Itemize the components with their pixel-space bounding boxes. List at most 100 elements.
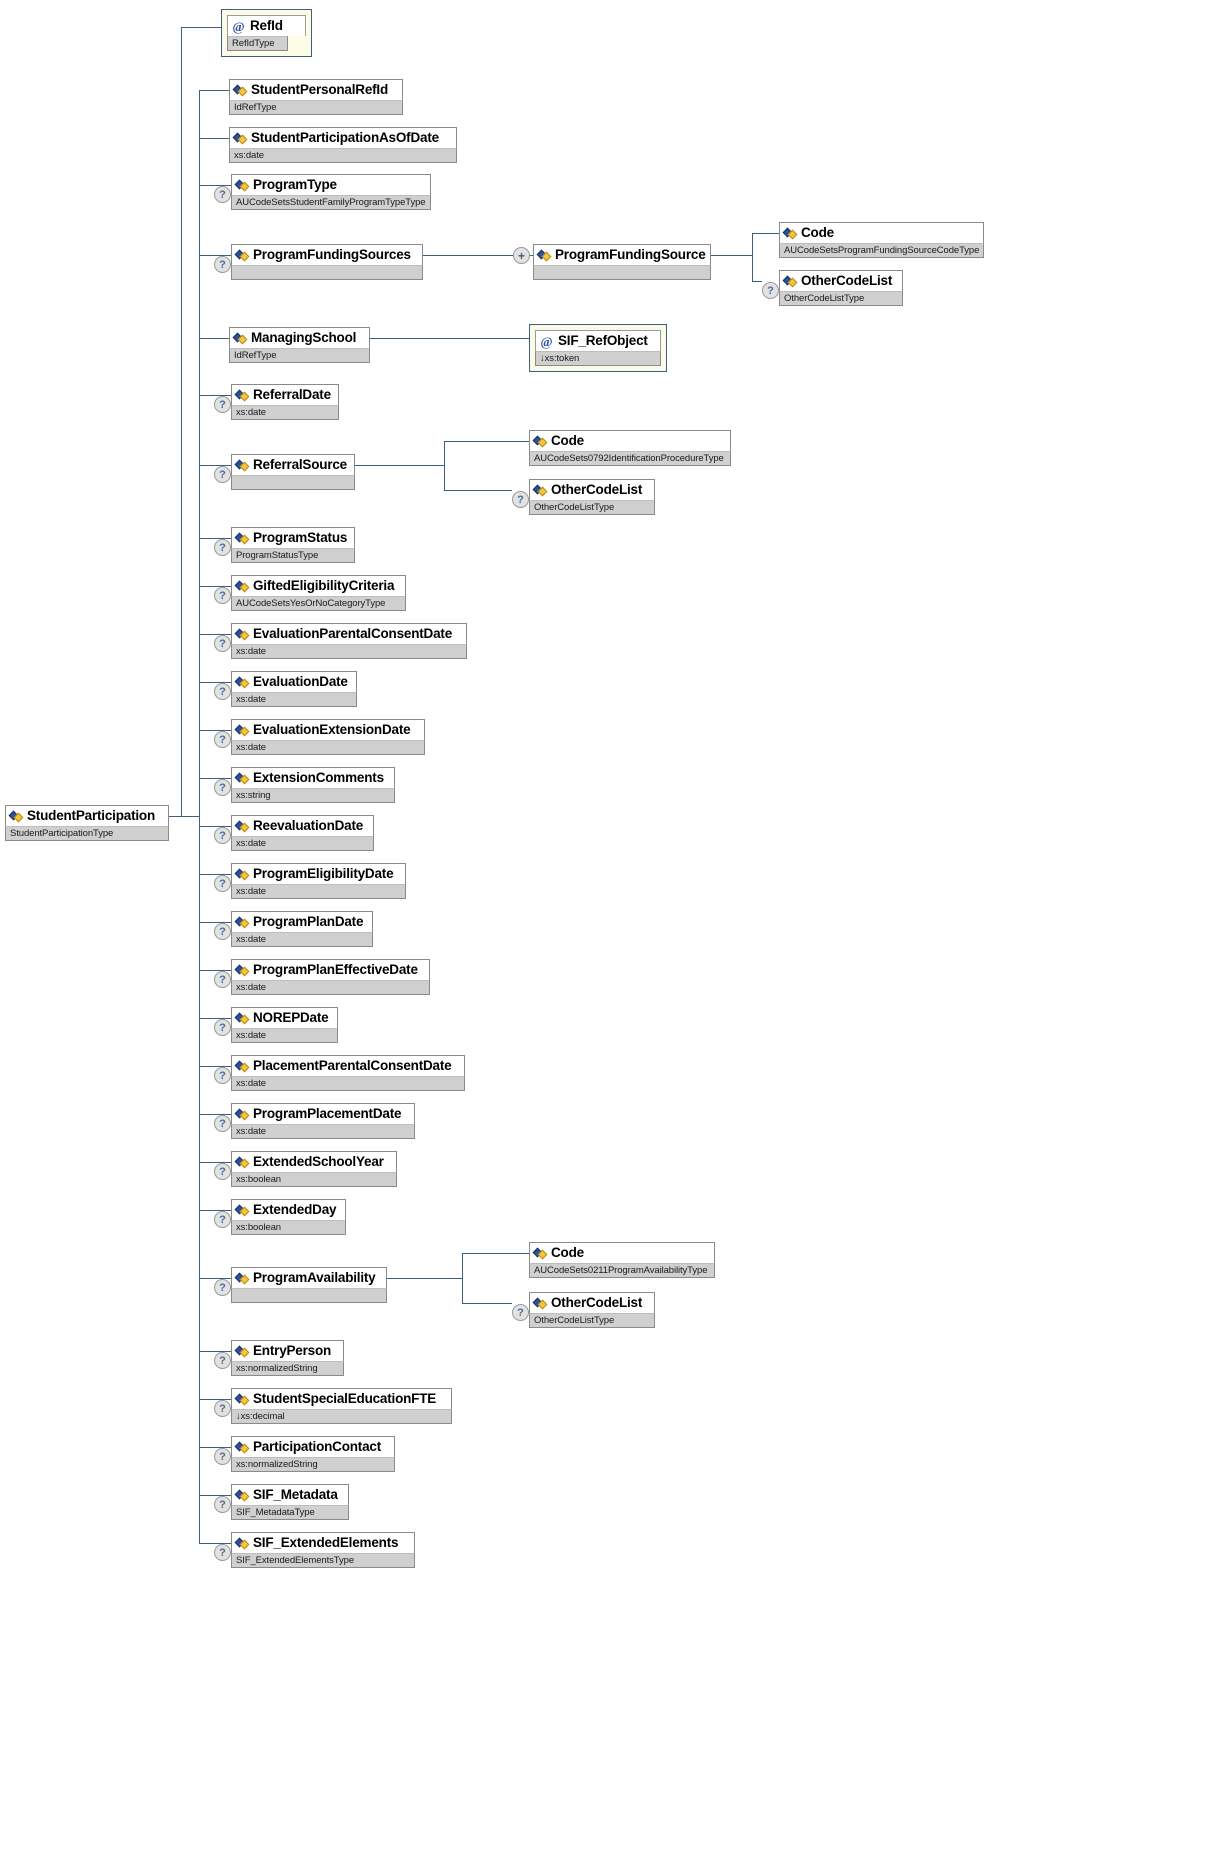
element-diamond-icon [234,916,250,929]
optional-question-icon-participationcontact: ? [214,1448,231,1465]
schema-node-sif_refobject[interactable]: @SIF_RefObject↓xs:token [535,330,661,366]
node-name-norepdate: NOREPDate [253,1010,329,1026]
node-type-pfs-code: AUCodeSetsProgramFundingSourceCodeType [779,243,984,258]
optional-question-icon-referralsource: ? [214,466,231,483]
node-name-root: StudentParticipation [27,808,156,824]
element-diamond-icon [8,810,24,823]
node-header-referraldate: ReferralDate [231,384,339,405]
element-diamond-icon [234,249,250,262]
schema-node-programfundingsource[interactable]: ProgramFundingSource [533,244,711,280]
node-header-extensioncomments: ExtensionComments [231,767,395,788]
connector-line [199,185,231,186]
optional-question-icon-norepdate: ? [214,1019,231,1036]
node-name-evaluationparentalconsentdate: EvaluationParentalConsentDate [253,626,453,642]
element-diamond-icon [234,868,250,881]
node-header-programeligibilitydate: ProgramEligibilityDate [231,863,406,884]
element-diamond-icon [532,484,548,497]
node-name-giftedeligibilitycriteria: GiftedEligibilityCriteria [253,578,395,594]
node-name-sif_extendedelements: SIF_ExtendedElements [253,1535,399,1551]
element-diamond-icon [234,628,250,641]
optional-question-icon-programfundingsources: ? [214,256,231,273]
element-diamond-icon [234,772,250,785]
schema-node-programfundingsources[interactable]: ProgramFundingSources [231,244,423,280]
optional-question-icon-evaluationextensiondate: ? [214,731,231,748]
node-type-rs-othercodelist: OtherCodeListType [529,500,655,515]
schema-node-referralsource[interactable]: ReferralSource [231,454,355,490]
node-type-sif_refobject: ↓xs:token [535,351,661,366]
element-diamond-icon [234,1537,250,1550]
element-diamond-icon [234,1393,250,1406]
node-type-programplandate: xs:date [231,932,373,947]
element-diamond-icon [234,1108,250,1121]
schema-node-programplandate[interactable]: ProgramPlanDate xs:date [231,911,373,947]
node-name-programstatus: ProgramStatus [253,530,348,546]
node-name-refid: RefId [250,18,283,34]
schema-node-studentspecialeducationfte[interactable]: StudentSpecialEducationFTE↓xs:decimal [231,1388,452,1424]
element-diamond-icon [234,676,250,689]
optional-question-icon-entryperson: ? [214,1352,231,1369]
schema-node-programavailability[interactable]: ProgramAvailability [231,1267,387,1303]
node-name-managingschool: ManagingSchool [251,330,357,346]
node-name-entryperson: EntryPerson [253,1343,332,1359]
element-diamond-icon [782,227,798,240]
optional-question-icon-programeligibilitydate: ? [214,875,231,892]
node-header-programstatus: ProgramStatus [231,527,355,548]
node-header-pfs-othercodelist: OtherCodeList [779,270,903,291]
optional-question-icon-programplandate: ? [214,923,231,940]
element-diamond-icon [232,332,248,345]
connector-line [199,90,229,91]
node-header-entryperson: EntryPerson [231,1340,344,1361]
node-header-placementparentalconsentdate: PlacementParentalConsentDate [231,1055,465,1076]
node-name-programplaneffectivedate: ProgramPlanEffectiveDate [253,962,418,978]
node-type-evaluationextensiondate: xs:date [231,740,425,755]
node-name-programplandate: ProgramPlanDate [253,914,364,930]
connector-line [199,465,231,466]
node-header-sif_extendedelements: SIF_ExtendedElements [231,1532,415,1553]
connector-line [462,1253,529,1254]
node-type-refid: RefIdType [227,36,288,51]
node-type-giftedeligibilitycriteria: AUCodeSetsYesOrNoCategoryType [231,596,406,611]
node-type-norepdate: xs:date [231,1028,338,1043]
node-name-rs-othercodelist: OtherCodeList [551,482,643,498]
node-header-referralsource: ReferralSource [231,454,355,475]
node-header-root: StudentParticipation [5,805,169,826]
optional-question-icon-placementparentalconsentdate: ? [214,1067,231,1084]
optional-question-icon-reevaluationdate: ? [214,827,231,844]
connector-line [462,1253,463,1303]
schema-node-norepdate[interactable]: NOREPDate xs:date [231,1007,338,1043]
element-diamond-icon [234,389,250,402]
node-header-pa-code: Code [529,1242,715,1263]
element-diamond-icon [234,1060,250,1073]
